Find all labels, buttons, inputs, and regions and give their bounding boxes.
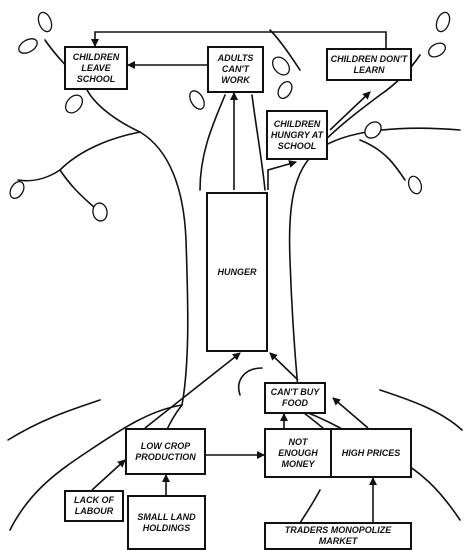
arrow-lowcrop-to-hunger [145, 353, 240, 428]
node-children-leave-school: CHILDREN LEAVE SCHOOL [64, 46, 128, 90]
leaf-icon [7, 179, 26, 201]
node-adults-cant-work: ADULTS CAN'T WORK [207, 46, 264, 93]
leaf-icon [187, 88, 207, 111]
root-top-left [8, 400, 100, 440]
leaf-icon [362, 119, 385, 142]
leaf-icon [434, 11, 452, 34]
node-children-hungry-at-school: CHILDREN HUNGRY AT SCHOOL [266, 110, 328, 160]
leaf-icon [269, 54, 293, 78]
branch-inner-right [252, 95, 265, 190]
arrow-prices-to-cantbuy [333, 398, 368, 428]
node-high-prices: HIGH PRICES [330, 428, 412, 478]
leaf-icon [426, 40, 448, 59]
leaf-icon [92, 202, 109, 222]
branch-left-lower [60, 170, 95, 208]
node-hunger: HUNGER [206, 192, 268, 352]
node-cant-buy-food: CAN'T BUY FOOD [264, 382, 326, 414]
trunk-right-edge [290, 128, 460, 410]
root-under-money [300, 490, 320, 523]
branch-inner-left [200, 95, 225, 190]
node-small-land-holdings: SMALL LAND HOLDINGS [127, 495, 206, 550]
branch-left-mid [18, 132, 140, 181]
leaf-icon [16, 36, 39, 56]
arrow-hungry-to-dont-learn [330, 92, 370, 130]
node-low-crop-production: LOW CROP PRODUCTION [125, 428, 206, 475]
root-top-right [380, 390, 462, 430]
leaf-icon [406, 174, 423, 195]
root-loop [239, 368, 262, 395]
arrow-cantbuy-to-hunger [270, 353, 298, 380]
arrow-labour-to-lowcrop [92, 460, 125, 490]
leaf-icon [62, 92, 86, 116]
leaf-icon [275, 79, 294, 101]
arrow-hunger-to-hungry-school [268, 162, 296, 190]
node-lack-of-labour: LACK OF LABOUR [64, 490, 124, 522]
leaf-icon [36, 11, 54, 34]
node-traders-monopolize-market: TRADERS MONOPOLIZE MARKET [264, 522, 412, 550]
branch-right-lower [360, 140, 405, 180]
node-not-enough-money: NOT ENOUGH MONEY [264, 428, 332, 478]
node-children-dont-learn: CHILDREN DON'T LEARN [326, 48, 412, 81]
